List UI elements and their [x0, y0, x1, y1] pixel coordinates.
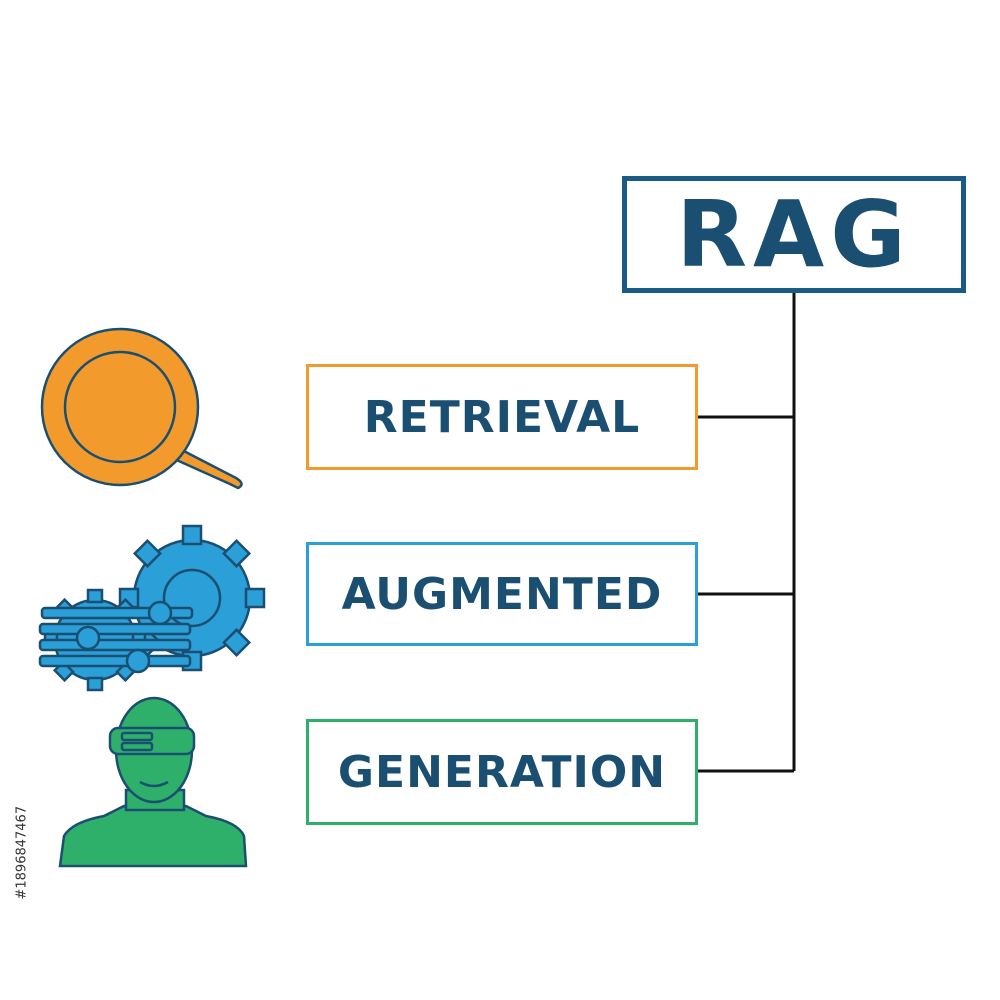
- stock-id-watermark: #1896847467: [14, 805, 30, 900]
- item-box-augmented: AUGMENTED: [306, 542, 698, 646]
- title-text: RAG: [676, 181, 912, 288]
- title-box: RAG: [622, 176, 966, 293]
- item-box-retrieval: RETRIEVAL: [306, 364, 698, 470]
- connector-lines: [698, 293, 796, 773]
- item-label-generation: GENERATION: [337, 746, 667, 798]
- item-box-generation: GENERATION: [306, 719, 698, 825]
- item-label-augmented: AUGMENTED: [341, 568, 663, 620]
- gears-icon: [38, 524, 266, 692]
- vr-person-icon: [58, 696, 248, 868]
- item-label-retrieval: RETRIEVAL: [363, 391, 641, 443]
- magnifier-icon: [40, 327, 243, 490]
